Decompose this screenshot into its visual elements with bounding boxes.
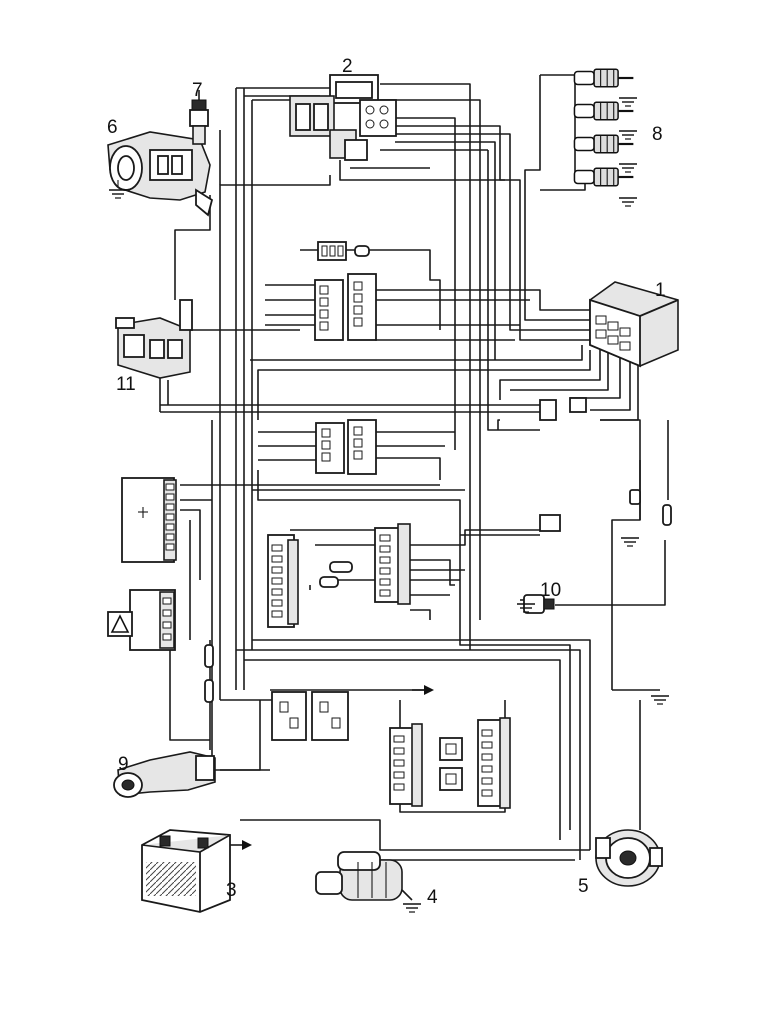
callout-7: 7 xyxy=(192,80,203,101)
ground-symbols xyxy=(412,537,670,705)
component-2-relay-cluster xyxy=(289,74,397,161)
callout-10: 10 xyxy=(540,580,561,601)
left-module xyxy=(121,477,177,563)
component-8-plug-set xyxy=(573,68,638,207)
center-connector-left xyxy=(267,534,299,628)
callout-6: 6 xyxy=(107,117,118,138)
connector-block-upper xyxy=(314,241,377,341)
lower-connector-block xyxy=(389,717,511,809)
callout-2: 2 xyxy=(342,56,353,77)
component-1-control-unit xyxy=(589,281,679,368)
callout-numbers: 1 2 3 4 5 6 7 8 9 10 11 xyxy=(107,56,666,908)
component-7-sensor xyxy=(189,90,209,145)
component-9-ignition-switch xyxy=(113,751,216,798)
lower-relays xyxy=(271,691,349,741)
component-5-alternator xyxy=(595,829,663,887)
component-3-battery xyxy=(141,829,252,913)
component-4-starter-motor xyxy=(315,851,422,913)
callout-8: 8 xyxy=(652,124,663,145)
component-6-injection-pump xyxy=(107,131,214,217)
center-connector-right xyxy=(319,523,411,605)
callout-11: 11 xyxy=(116,374,136,395)
callout-3: 3 xyxy=(226,880,237,901)
callout-4: 4 xyxy=(427,887,438,908)
wire-harness xyxy=(159,74,672,861)
connector-block-mid xyxy=(315,419,377,475)
callout-5: 5 xyxy=(578,876,589,897)
component-11-relay xyxy=(115,299,193,379)
callout-9: 9 xyxy=(118,754,129,775)
component-10-sender xyxy=(516,594,555,614)
hazard-switch xyxy=(107,589,176,651)
callout-1: 1 xyxy=(655,280,666,301)
